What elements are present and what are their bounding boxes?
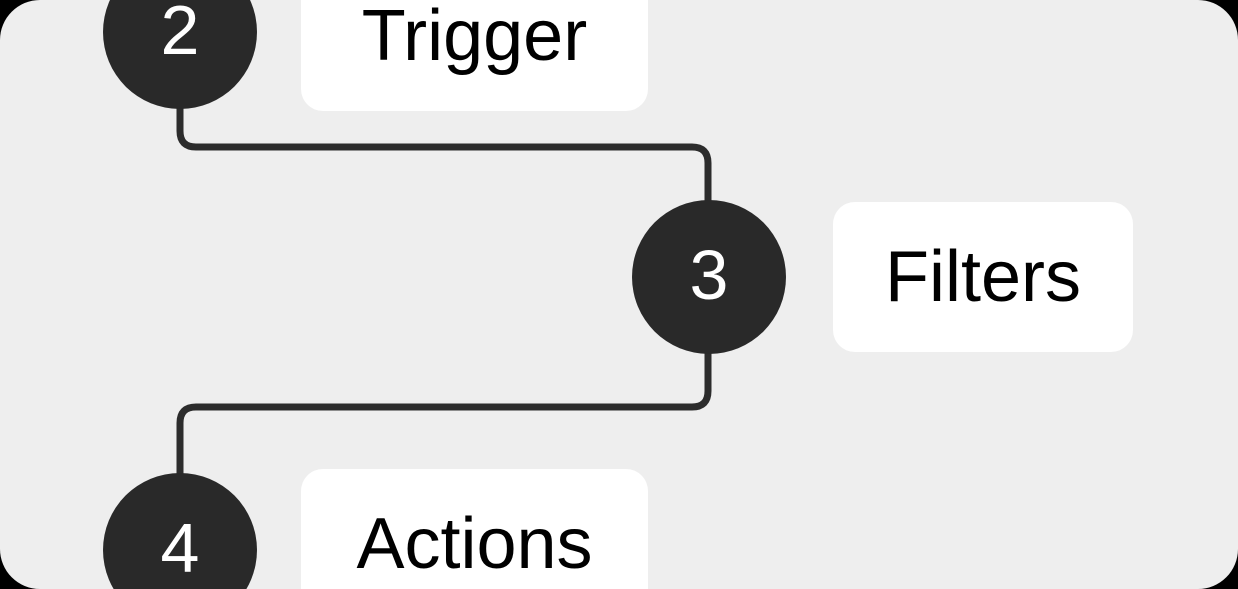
step-node-3[interactable]: 3 [632, 200, 786, 354]
step-node-2[interactable]: 2 [103, 0, 257, 109]
step-node-3-number: 3 [689, 236, 729, 314]
step-node-4-number: 4 [160, 509, 200, 587]
step-node-2-number: 2 [160, 0, 200, 69]
step-card-trigger[interactable]: Trigger [301, 0, 648, 111]
step-card-actions-label: Actions [356, 504, 593, 584]
step-node-4[interactable]: 4 [103, 473, 257, 589]
connector-3-to-4 [176, 348, 712, 478]
step-card-filters-label: Filters [885, 237, 1081, 317]
step-card-trigger-label: Trigger [361, 0, 588, 76]
connector-2-to-3 [176, 108, 712, 205]
step-card-actions[interactable]: Actions [301, 469, 648, 589]
step-card-filters[interactable]: Filters [833, 202, 1133, 352]
